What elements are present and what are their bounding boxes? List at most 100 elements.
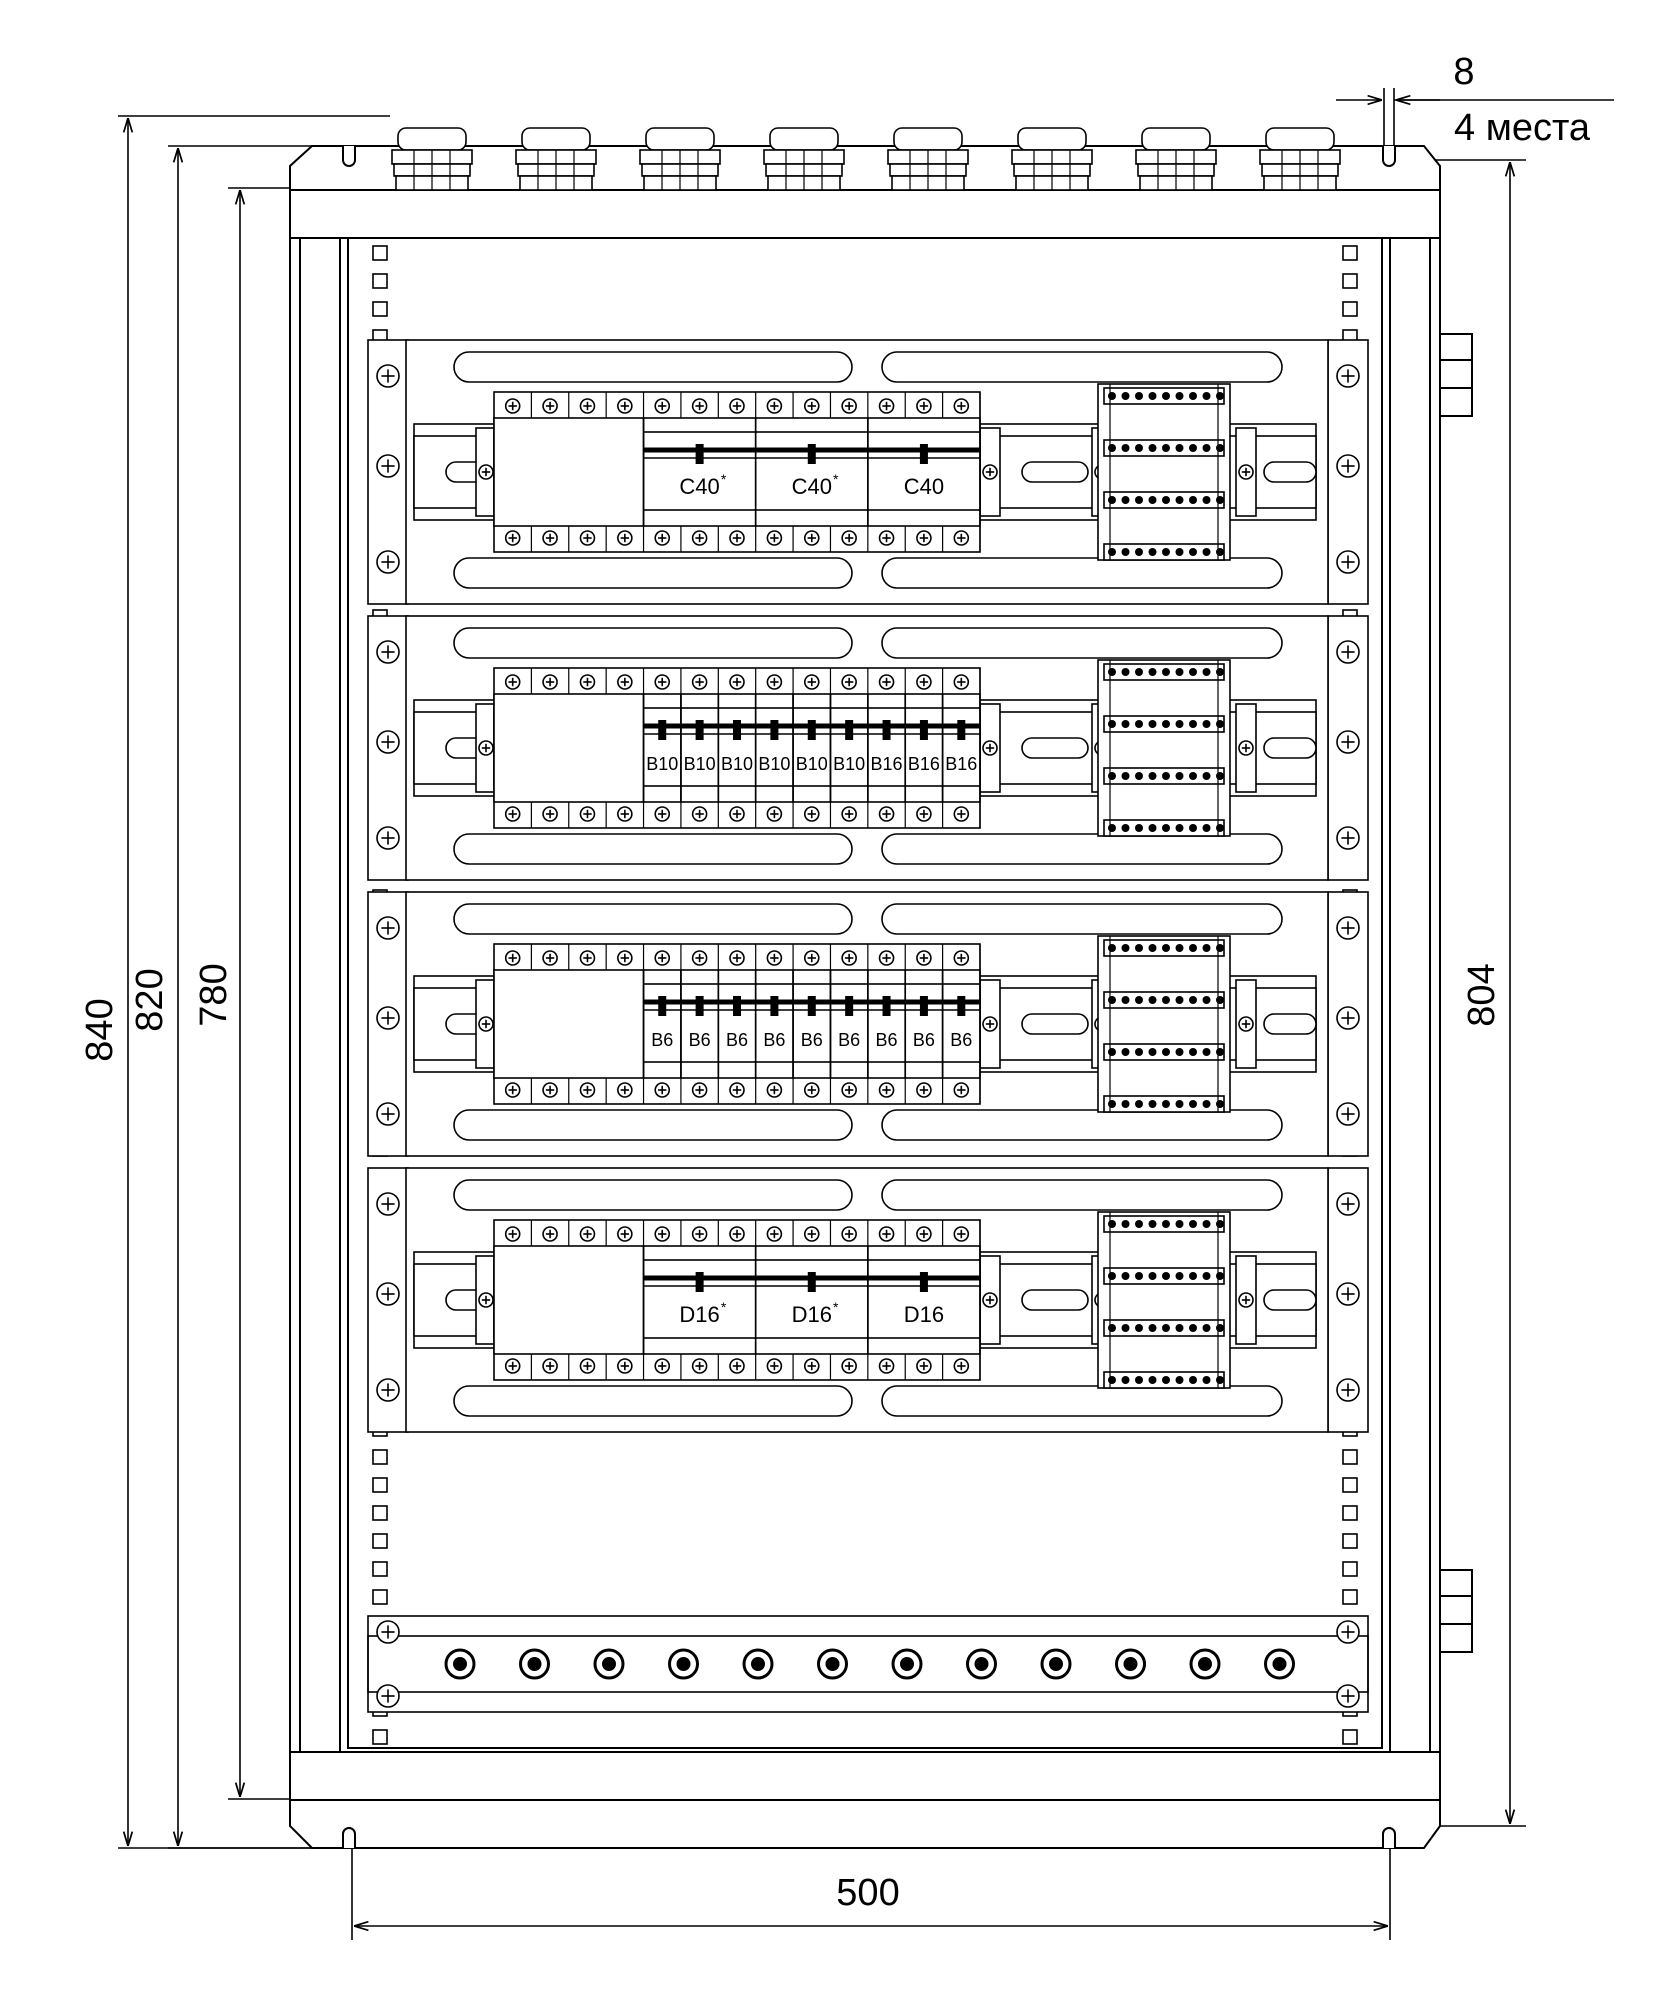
slot-cutout [881,1385,1283,1417]
terminal-screw [803,950,820,966]
terminal-hole [1108,996,1116,1004]
strut-hole [1342,245,1358,261]
terminal-hole [1216,1272,1224,1280]
terminal-hole [1175,1220,1184,1228]
terminal-screw [953,674,970,690]
terminal-screw [916,1358,932,1374]
screw-icon [376,1282,400,1306]
terminal-hole [1135,668,1143,676]
terminal-hole [1202,444,1211,452]
terminal-hole [1148,668,1157,676]
terminal-hole [1135,392,1143,400]
bus-terminal-icon [668,1648,699,1680]
screw-icon [376,1192,400,1216]
terminal-hole [1108,1220,1116,1228]
breaker-label: B10 [796,754,828,774]
terminal-screw [691,674,708,690]
strut-hole [1342,1533,1358,1549]
slot-cutout [1263,1013,1317,1035]
rcd-module [493,1245,645,1355]
terminal-screw [878,950,895,966]
terminal-screw [841,1358,857,1374]
terminal-hole [1202,548,1211,556]
terminal-screw [654,1226,671,1242]
terminal-hole [1162,944,1170,952]
terminal-screw [766,1358,783,1374]
terminal-screw [729,674,745,690]
terminal-hole [1135,1048,1143,1056]
terminal-hole [1121,1220,1130,1228]
terminal-hole [1216,392,1224,400]
terminal-hole [1148,1272,1157,1280]
terminal-screw [654,950,671,966]
breaker-toggle [919,444,928,464]
bus-terminal-icon [817,1648,848,1680]
terminal-hole [1108,668,1116,676]
terminal-hole [1175,496,1184,504]
breaker-toggle [919,996,928,1016]
terminal-screw [504,1358,521,1374]
screw-icon [1336,1684,1360,1708]
terminal-hole [1108,548,1116,556]
slot-cutout [881,1109,1283,1141]
breaker-asterisk: * [721,1299,727,1315]
terminal-screw [691,530,708,546]
terminal-hole [1175,668,1184,676]
terminal-hole [1108,496,1116,504]
dim-820-label: 820 [129,968,171,1031]
slot-cutout [453,903,853,935]
terminal-screw [916,806,932,822]
screw-icon [376,1684,400,1708]
busbar-bar [367,1635,1369,1693]
breaker-toggle [695,720,704,740]
terminal-hole [1216,1376,1224,1384]
terminal-screw [617,674,633,690]
terminal-hole [1202,1220,1211,1228]
terminal-hole [1148,444,1157,452]
screw-icon [1238,740,1254,756]
breaker-toggle [695,996,704,1016]
cable-gland-icon [1011,127,1093,191]
terminal-screw [504,674,521,690]
slot-cutout [1021,1013,1089,1035]
terminal-hole [1216,668,1224,676]
terminal-hole [1202,720,1211,728]
terminal-screw [617,806,633,822]
cable-gland-icon [391,127,473,191]
terminal-hole [1121,668,1130,676]
breaker-label: B6 [763,1030,785,1050]
terminal-screw [729,1082,745,1098]
terminal-hole [1162,1376,1170,1384]
terminal-hole [1162,392,1170,400]
terminal-screw [878,674,895,690]
slot-cutout [881,351,1283,383]
terminal-hole [1148,1048,1157,1056]
terminal-hole [1162,1100,1170,1108]
strut-hole [1342,1505,1358,1521]
terminal-screw [542,398,558,414]
terminal-hole [1108,1376,1116,1384]
breaker-label: B6 [913,1030,935,1050]
terminal-block [1097,659,1231,837]
terminal-hole [1216,548,1224,556]
terminal-hole [1121,444,1130,452]
breaker-module [941,693,981,803]
terminal-screw [579,950,596,966]
screw-icon [1336,364,1360,388]
terminal-hole [1148,720,1157,728]
breaker-toggle [733,720,741,740]
terminal-hole [1121,1324,1130,1332]
terminal-hole [1216,944,1224,952]
terminal-screw [654,1082,671,1098]
terminal-screw [617,1226,633,1242]
terminal-hole [1135,772,1143,780]
breaker-toggle [845,996,854,1016]
terminal-hole [1121,772,1130,780]
dimension-lines [118,88,1614,1940]
terminal-screw [803,398,820,414]
terminal-screw [803,1358,820,1374]
terminal-hole [1108,1100,1116,1108]
bus-terminal-icon [1264,1648,1295,1680]
strut-hole [1342,301,1358,317]
terminal-hole [1121,496,1130,504]
